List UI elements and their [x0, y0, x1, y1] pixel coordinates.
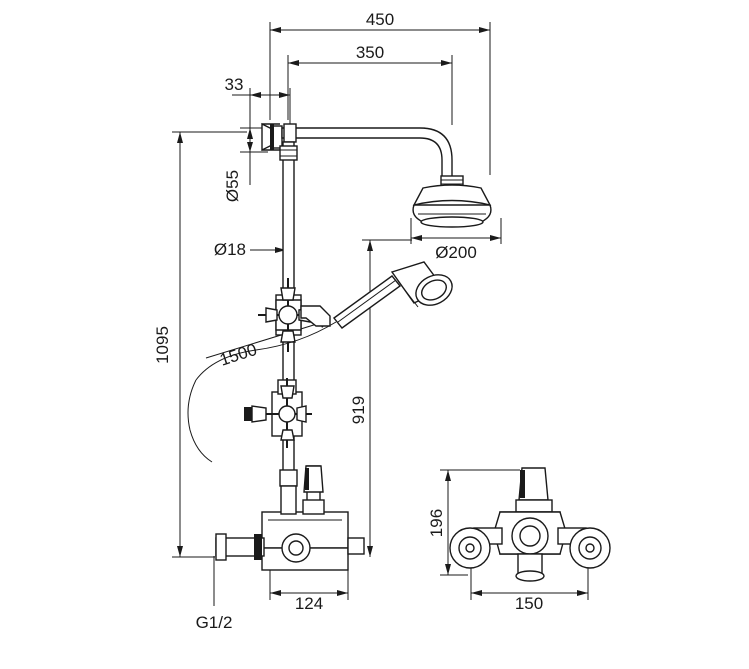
arrow-200-right — [490, 235, 501, 241]
dim-label-450: 450 — [366, 10, 394, 29]
temperature-control-knob-front — [569, 527, 611, 569]
arrow-450-left — [270, 27, 281, 33]
side-view-geometry — [187, 122, 492, 571]
dim-label-33: 33 — [225, 75, 244, 94]
valve-lever-side — [302, 465, 325, 515]
dim-label-196: 196 — [427, 509, 446, 537]
dim-label-1095: 1095 — [153, 326, 172, 364]
arrow-350-right — [441, 60, 452, 66]
valve-top-port — [280, 485, 297, 515]
arrow-200-left — [411, 235, 422, 241]
shower-rose-body — [412, 184, 492, 207]
arrow-124-left — [270, 590, 281, 596]
cross-handle-upper — [258, 278, 318, 352]
arrow-55-top — [247, 128, 253, 139]
valve-lever-front — [515, 467, 553, 513]
front-view-geometry — [449, 467, 611, 582]
dim-label-124: 124 — [295, 594, 323, 613]
arm-collar — [283, 123, 297, 143]
arrow-18-right — [275, 247, 286, 253]
dim-label-g12: G1/2 — [196, 613, 233, 632]
lever-base-side — [302, 499, 325, 515]
flow-control-knob-front — [449, 527, 491, 569]
handset — [332, 261, 453, 329]
arrow-350-left — [288, 60, 299, 66]
dimension-network — [172, 22, 589, 606]
dim-label-150: 150 — [515, 594, 543, 613]
arrow-450-right — [479, 27, 490, 33]
shower-arm — [281, 127, 453, 179]
arrow-33-left — [250, 92, 261, 98]
arrow-196-top — [445, 470, 451, 481]
arrow-124-right — [337, 590, 348, 596]
inlet-end-side — [215, 533, 227, 561]
riser-top-collar — [279, 145, 298, 161]
arrow-1095-bottom — [177, 546, 183, 557]
temperature-knob-side — [281, 533, 311, 563]
arrow-196-bottom — [445, 564, 451, 575]
riser-lower-collar — [279, 469, 298, 487]
dim-label-350: 350 — [356, 43, 384, 62]
leader-line-1500 — [205, 319, 331, 359]
shower-rose-face — [420, 216, 484, 228]
arrow-919-bottom — [367, 546, 373, 557]
arrow-150-left — [471, 590, 482, 596]
lever-front-base — [515, 499, 553, 513]
shower-hose — [195, 321, 337, 381]
arrow-55-bottom — [247, 142, 253, 152]
cross-handle-lower — [244, 378, 312, 448]
dimension-labels: 450 350 33 Ø55 Ø18 Ø200 1095 1500 919 12… — [153, 10, 543, 632]
arrow-150-right — [577, 590, 588, 596]
arrow-919-top — [367, 240, 373, 251]
dim-label-55: Ø55 — [223, 170, 242, 202]
dim-label-1500: 1500 — [217, 340, 259, 370]
bottom-outlet-face — [515, 570, 545, 582]
hose-outlet-elbow — [300, 305, 331, 327]
arrow-1095-top — [177, 132, 183, 143]
dim-label-200: Ø200 — [435, 243, 477, 262]
shower-hose-loop — [187, 379, 213, 463]
outlet-side-right — [347, 537, 365, 555]
arrow-33-right — [279, 92, 290, 98]
lower-handle-left-cap — [251, 405, 267, 423]
inlet-nut-side — [254, 534, 262, 560]
dim-label-18: Ø18 — [214, 240, 246, 259]
dim-label-919: 919 — [349, 396, 368, 424]
flange-edge — [270, 124, 274, 150]
